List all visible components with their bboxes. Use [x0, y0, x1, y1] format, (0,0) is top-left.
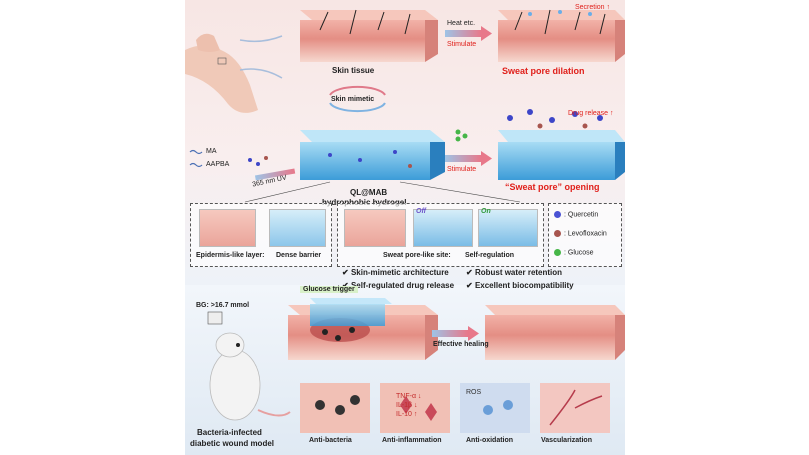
off-state-tile [413, 209, 473, 247]
epidermis-label: Epidermis-like layer: [196, 252, 265, 259]
skin-tissue-block [300, 9, 438, 62]
outcome-tile-art-3 [460, 383, 530, 433]
released-hydrogel-block [498, 109, 625, 180]
on-label: On [481, 208, 491, 215]
skin-mimetic-label: Skin mimetic [331, 96, 375, 103]
on-state-tile [478, 209, 538, 247]
epidermis-tile [199, 209, 256, 247]
self-regulation-label: Self-regulation [465, 252, 515, 259]
feature-4: ✔ Excellent biocompatibility [466, 281, 574, 290]
stimulate-label-2: Stimulate [447, 166, 477, 173]
outcome-label-1: Anti-bacteria [309, 437, 352, 444]
gel-on-wound [310, 298, 392, 326]
effective-healing-label: Effective healing [433, 341, 489, 348]
legend-item-quercetin: : Quercetin [554, 211, 598, 218]
stimulate-arrow-2 [445, 155, 481, 162]
dense-barrier-label: Dense barrier [276, 252, 322, 259]
sweat-site-box [337, 203, 544, 267]
ma-label: MA [206, 148, 217, 155]
model-label-1: Bacteria-infected [197, 428, 262, 437]
hydrogel-desc: hydrophobic hydrogel [322, 198, 406, 207]
inflam-marker-1: TNF-α ↓ [396, 393, 422, 400]
off-label: Off [416, 208, 426, 215]
outcome-tile-art-1 [300, 383, 370, 433]
sweat-site-tile [344, 209, 406, 247]
epidermis-box [190, 203, 332, 267]
feature-3: ✔ Self-regulated drug release [342, 281, 455, 290]
outcome-tile-art-2 [380, 383, 450, 433]
healed-skin-block [485, 305, 625, 360]
glucose-trigger-label: Glucose trigger [300, 286, 358, 293]
drug-release-label: Drug release ↑ [568, 110, 614, 117]
legend-box: : Quercetin : Levofloxacin : Glucose [548, 203, 622, 267]
legend-item-levofloxacin: : Levofloxacin [554, 230, 607, 237]
heat-label: Heat etc. [447, 20, 476, 27]
dense-barrier-tile [269, 209, 326, 247]
legend-item-glucose: : Glucose [554, 249, 594, 256]
sweat-site-label: Sweat pore-like site: [383, 252, 451, 259]
healing-arrow [432, 330, 468, 337]
outcome-label-3: Anti-oxidation [466, 437, 514, 444]
glucose-dot-icon [554, 249, 561, 256]
sweat-pore-opening-label: “Sweat pore” opening [505, 182, 600, 192]
feature-2: ✔ Robust water retention [466, 268, 563, 277]
sweat-pore-dilation-label: Sweat pore dilation [502, 66, 585, 76]
inflam-marker-2: IL-1β ↓ [396, 402, 418, 409]
quercetin-dot-icon [554, 211, 561, 218]
secretion-label: Secretion ↑ [575, 4, 611, 11]
bg-label: BG: >16.7 mmol [196, 302, 250, 309]
stimulate-arrow-1 [445, 30, 481, 37]
aapba-label: AAPBA [206, 161, 230, 168]
ros-label: ROS [466, 389, 482, 396]
outcome-label-4: Vascularization [541, 437, 592, 444]
stimulate-label-1: Stimulate [447, 41, 477, 48]
rat-illustration [207, 311, 291, 421]
levofloxacin-dot-icon [554, 230, 561, 237]
hydrogel-block [300, 130, 445, 180]
inflam-marker-3: IL-10 ↑ [396, 411, 418, 418]
dilated-skin-block [498, 9, 625, 62]
arm-illustration [185, 33, 283, 113]
model-label-2: diabetic wound model [190, 439, 275, 448]
outcome-label-2: Anti-inflammation [382, 437, 442, 444]
feature-1: ✔ Skin-mimetic architecture [342, 268, 449, 277]
skin-tissue-label: Skin tissue [332, 66, 375, 75]
hydrogel-name: QL@MAB [350, 188, 388, 197]
